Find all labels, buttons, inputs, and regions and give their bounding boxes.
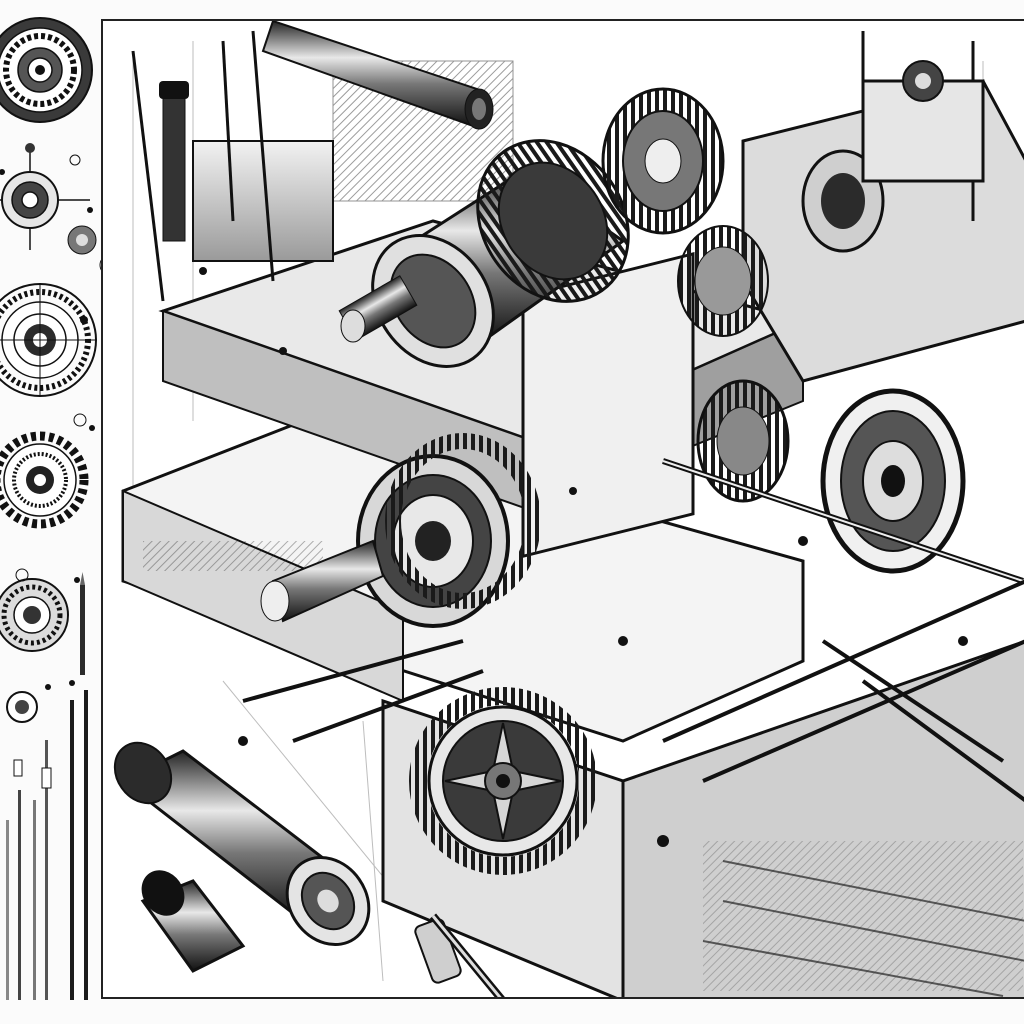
sketch-column-svg — [0, 17, 104, 1000]
right-flywheel — [662, 379, 1024, 584]
top-shaft — [261, 21, 494, 130]
machine-illustration — [113, 21, 1024, 997]
rotor-sketch-icon — [0, 143, 97, 255]
sketch-column — [0, 0, 104, 1024]
detached-cylinder — [113, 741, 371, 947]
piston-rod — [162, 90, 186, 242]
illustration-frame — [101, 19, 1024, 999]
bearing-sketch-icon — [0, 568, 80, 652]
sprocket-sketch-icon — [0, 413, 95, 529]
detached-pin — [414, 913, 505, 997]
gear-ring-sketch-icon — [0, 256, 104, 397]
left-pulley — [260, 433, 541, 628]
detached-cap — [140, 870, 246, 973]
central-drum — [338, 139, 630, 368]
gear-sketch-icon — [0, 17, 93, 123]
bolts — [199, 267, 968, 847]
pencil-icon — [6, 572, 88, 1000]
spoked-gear — [409, 687, 597, 875]
upper-gear-stack — [601, 60, 985, 337]
guide-rails — [242, 579, 1024, 803]
